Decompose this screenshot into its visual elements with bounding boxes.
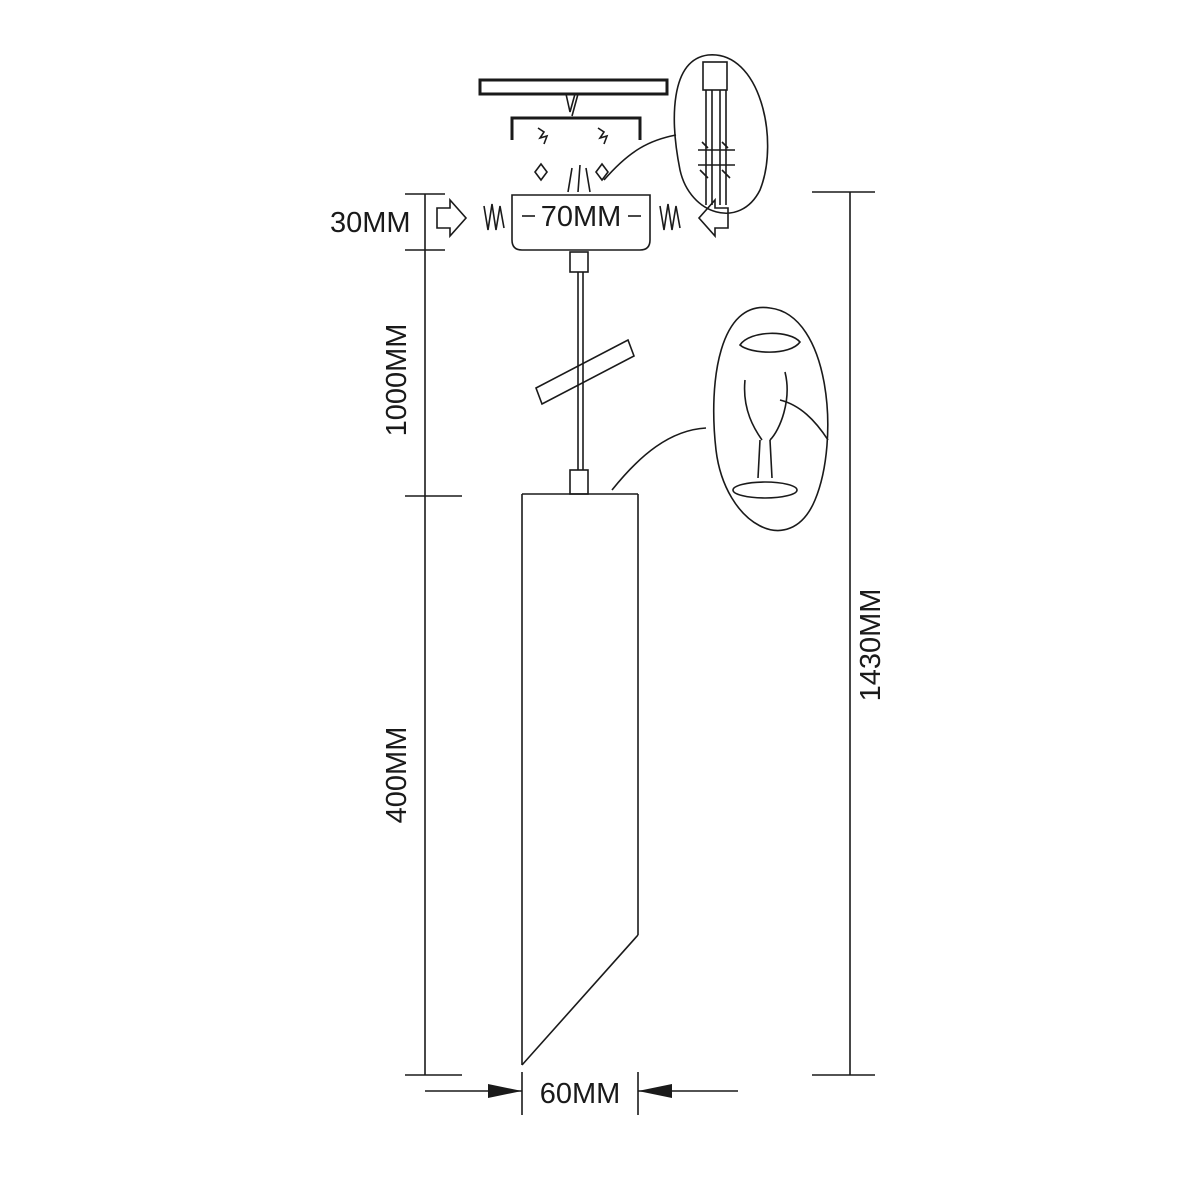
lamp-body-cylinder xyxy=(521,493,639,1066)
ceiling-plate xyxy=(478,78,669,117)
suspension-cable xyxy=(535,251,635,495)
total-height-label: 1430MM xyxy=(855,589,887,702)
left-dimension-line: 30MM 1000MM 400MM xyxy=(330,193,462,1076)
canopy-compress-arrows xyxy=(436,197,729,239)
right-dimension-line: 1430MM xyxy=(812,191,887,1076)
bottom-dimension: 60MM xyxy=(425,1072,738,1115)
wire-connection-callout xyxy=(603,54,769,214)
canopy: 70MM xyxy=(511,194,651,251)
cable-cut-callout xyxy=(611,306,829,532)
mounting-bracket xyxy=(510,116,642,193)
body-length-label: 400MM xyxy=(381,727,413,824)
body-diameter-label: 60MM xyxy=(540,1078,621,1110)
canopy-height-label: 30MM xyxy=(330,207,411,239)
canopy-width-label: 70MM xyxy=(541,201,622,233)
cable-length-label: 1000MM xyxy=(381,324,413,437)
